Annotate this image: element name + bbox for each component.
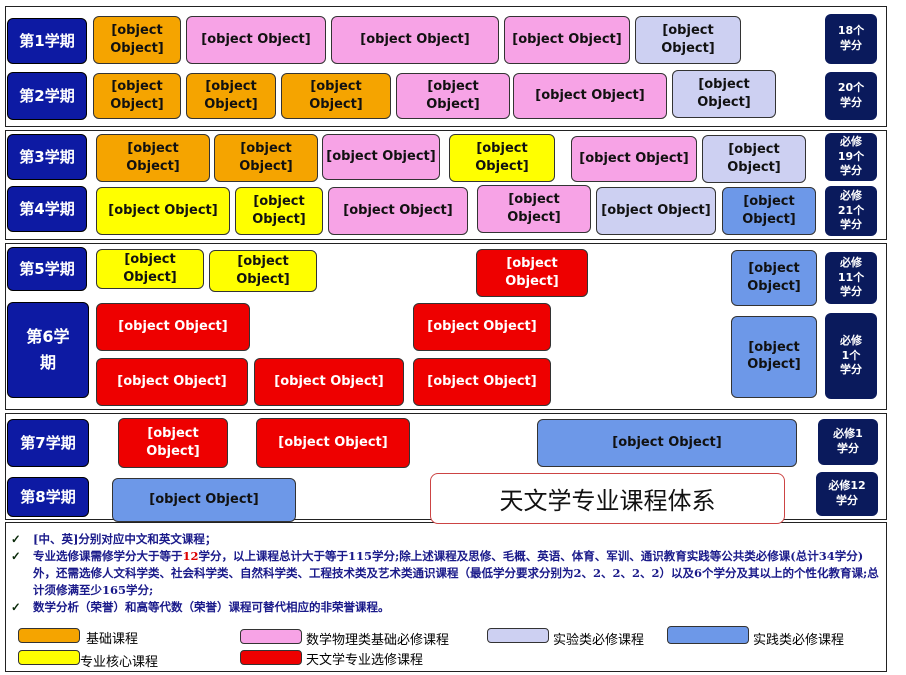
diagram-title: 天文学专业课程体系: [430, 473, 785, 524]
legend-swatch-math: [240, 629, 302, 644]
course-phy2507: [object Object]: [322, 134, 440, 180]
credit-sem8: 必修12 学分: [816, 472, 878, 516]
course-ma1405: [object Object]: [504, 16, 630, 64]
course-phy2607: [object Object]: [209, 250, 317, 292]
course-ast3902: [object Object]: [731, 316, 817, 398]
semester-8: 第8学期: [7, 477, 89, 517]
course-phy1603: [object Object]: [93, 73, 181, 119]
legend-swatch-basic: [18, 628, 80, 643]
course-ma1204: [object Object]: [396, 73, 510, 119]
check-icon: ✓: [11, 600, 21, 614]
course-ast3901: [object Object]: [731, 250, 817, 306]
course-phy4754: [object Object]: [413, 303, 551, 351]
legend-swatch-lab: [487, 628, 549, 643]
course-phy1602: [object Object]: [186, 73, 276, 119]
credit-sem7: 必修1 学分: [818, 419, 878, 465]
course-ast2602: [object Object]: [235, 187, 323, 235]
semester-1: 第1学期: [7, 18, 87, 64]
credit-sem3: 必修 19个 学分: [825, 133, 877, 181]
legend-swatch-core: [18, 650, 80, 665]
course-phy1403: [object Object]: [672, 70, 776, 118]
course-phy3753-nuclear: [object Object]: [413, 358, 551, 406]
course-phy2601: [object Object]: [449, 134, 555, 182]
semester-7: 第7学期: [7, 419, 89, 467]
legend-label-core: 专业核心课程: [80, 655, 159, 670]
course-phy3753-plasma: [object Object]: [254, 358, 404, 406]
check-icon: ✓: [11, 532, 21, 546]
note-1: ✓ [中、英]分别对应中文和英文课程；: [11, 532, 217, 546]
note-3: ✓ 数学分析（荣誉）和高等代数（荣誉）课程可替代相应的非荣誉课程。: [11, 600, 390, 614]
course-ma1203: [object Object]: [331, 16, 499, 64]
course-phy2401: [object Object]: [702, 135, 806, 183]
credit-sem2: 20个 学分: [825, 72, 877, 120]
course-ast4753: [object Object]: [96, 358, 248, 406]
legend-swatch-prac: [667, 626, 749, 644]
course-ast5903: [object Object]: [112, 478, 296, 522]
semester-4: 第4学期: [7, 186, 87, 232]
notes: ✓ [中、英]分别对应中文和英文课程； ✓ 专业选修课需修学分大于等于12学分，…: [7, 531, 883, 616]
course-ast2601: [object Object]: [214, 134, 318, 182]
semester-5: 第5学期: [7, 247, 87, 291]
course-phy1604: [object Object]: [96, 134, 210, 182]
course-phy2501: [object Object]: [571, 136, 697, 182]
course-phy2505: [object Object]: [328, 187, 468, 235]
course-ast3752: [object Object]: [118, 418, 228, 468]
course-ast4752: [object Object]: [256, 418, 410, 468]
course-phy2611: [object Object]: [96, 249, 204, 289]
check-icon: ✓: [11, 549, 21, 563]
course-ast1401: [object Object]: [596, 187, 716, 235]
course-phy1651: [object Object]: [513, 73, 667, 119]
legend-label-basic: 基础课程: [86, 632, 139, 647]
course-ast2901: [object Object]: [722, 187, 816, 235]
panel-notes: [5, 522, 887, 672]
legend-swatch-elective: [240, 650, 302, 665]
credit-sem1: 18个 学分: [825, 14, 877, 64]
course-phy2603: [object Object]: [96, 187, 230, 235]
legend-label-prac: 实践类必修课程: [753, 633, 845, 648]
course-phy1601: [object Object]: [93, 16, 181, 64]
semester-3: 第3学期: [7, 134, 87, 180]
semester-2: 第2学期: [7, 72, 87, 120]
course-phy1600: [object Object]: [186, 16, 326, 64]
course-ast1601: [object Object]: [281, 73, 391, 119]
legend-label-elective: 天文学专业选修课程: [306, 653, 424, 668]
course-ast4901: [object Object]: [537, 419, 797, 467]
credit-sem6: 必修 1个 学分: [825, 313, 877, 399]
course-phy1401: [object Object]: [635, 16, 741, 64]
note-2: ✓ 专业选修课需修学分大于等于12学分，以上课程总计大于等于115学分;除上述课…: [11, 549, 879, 597]
course-phy2509: [object Object]: [477, 185, 591, 233]
credit-sem5: 必修 11个 学分: [825, 252, 877, 304]
legend-label-math: 数学物理类基础必修课程: [306, 633, 450, 648]
credit-sem4: 必修 21个 学分: [825, 186, 877, 236]
legend-label-lab: 实验类必修课程: [553, 633, 645, 648]
course-ast4754: [object Object]: [96, 303, 250, 351]
semester-6: 第6学 期: [7, 302, 89, 398]
course-ast1357: [object Object]: [476, 249, 588, 297]
